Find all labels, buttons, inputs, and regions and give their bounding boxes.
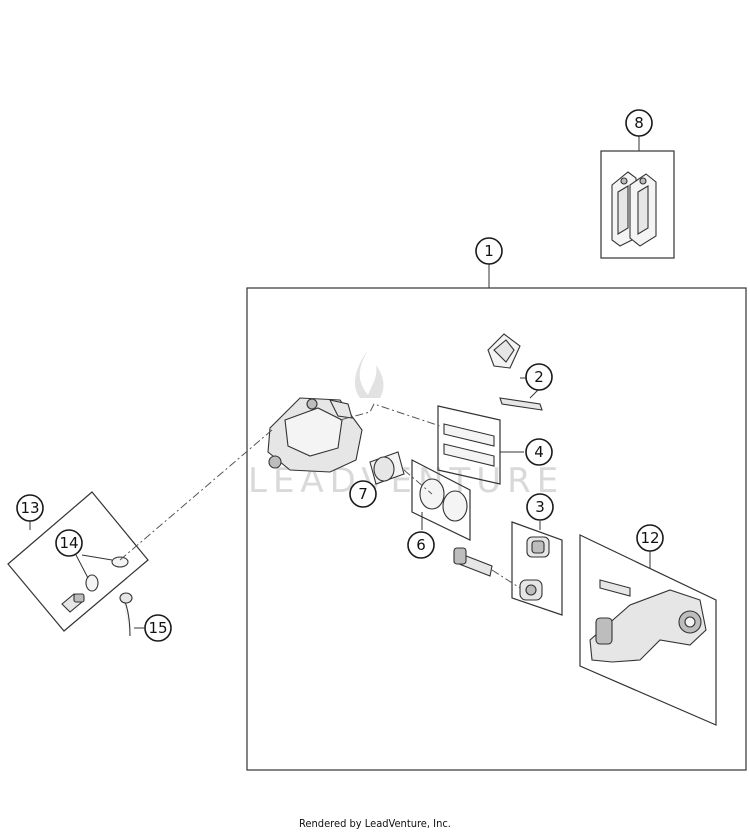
- callout-4: 4: [525, 438, 553, 466]
- brake-pad-set: [611, 171, 657, 247]
- pad-pins: [443, 423, 495, 467]
- callout-12: 12: [636, 524, 664, 552]
- assembly-line: [403, 469, 433, 495]
- assembly-frame-1: [246, 287, 747, 771]
- svg-text:6: 6: [416, 536, 426, 554]
- callout-14: 14: [55, 529, 83, 557]
- retaining-clip: [487, 333, 543, 411]
- svg-text:7: 7: [358, 485, 368, 503]
- caliper-piston: [369, 451, 405, 485]
- svg-text:3: 3: [535, 498, 545, 516]
- callout-15: 15: [144, 614, 172, 642]
- svg-text:4: 4: [534, 443, 544, 461]
- callout-7: 7: [349, 480, 377, 508]
- bleeder-parts: [519, 536, 550, 601]
- o-rings: [85, 556, 129, 592]
- bleeder-screw: [61, 593, 85, 613]
- footer-credit: Rendered by LeadVenture, Inc.: [299, 817, 451, 830]
- kit-frame-6: [411, 459, 471, 541]
- callout-13: 13: [16, 494, 44, 522]
- svg-text:13: 13: [20, 499, 39, 517]
- svg-text:8: 8: [634, 114, 644, 132]
- callout-3: 3: [526, 493, 554, 521]
- brake-hose-fitting: [119, 592, 133, 637]
- guide-pin: [453, 547, 493, 577]
- svg-text:1: 1: [484, 242, 494, 260]
- callout-8: 8: [625, 109, 653, 137]
- kit-frame-3: [511, 521, 563, 616]
- assembly-line: [339, 403, 441, 427]
- assembly-line: [119, 429, 273, 561]
- kit-frame-8: [600, 150, 675, 259]
- svg-text:14: 14: [59, 534, 78, 552]
- caliper-support-bracket: [589, 579, 707, 663]
- svg-text:15: 15: [148, 619, 167, 637]
- callout-2: 2: [525, 363, 553, 391]
- kit-frame-4: [437, 405, 501, 485]
- callout-6: 6: [407, 531, 435, 559]
- kit-frame-12: [579, 534, 717, 726]
- svg-text:2: 2: [534, 368, 544, 386]
- brake-caliper: [267, 397, 363, 473]
- svg-text:12: 12: [640, 529, 659, 547]
- watermark-flame-logo: [354, 350, 384, 398]
- kit-frame-13: [7, 491, 149, 632]
- assembly-line: [491, 569, 521, 589]
- callout-1: 1: [475, 237, 503, 265]
